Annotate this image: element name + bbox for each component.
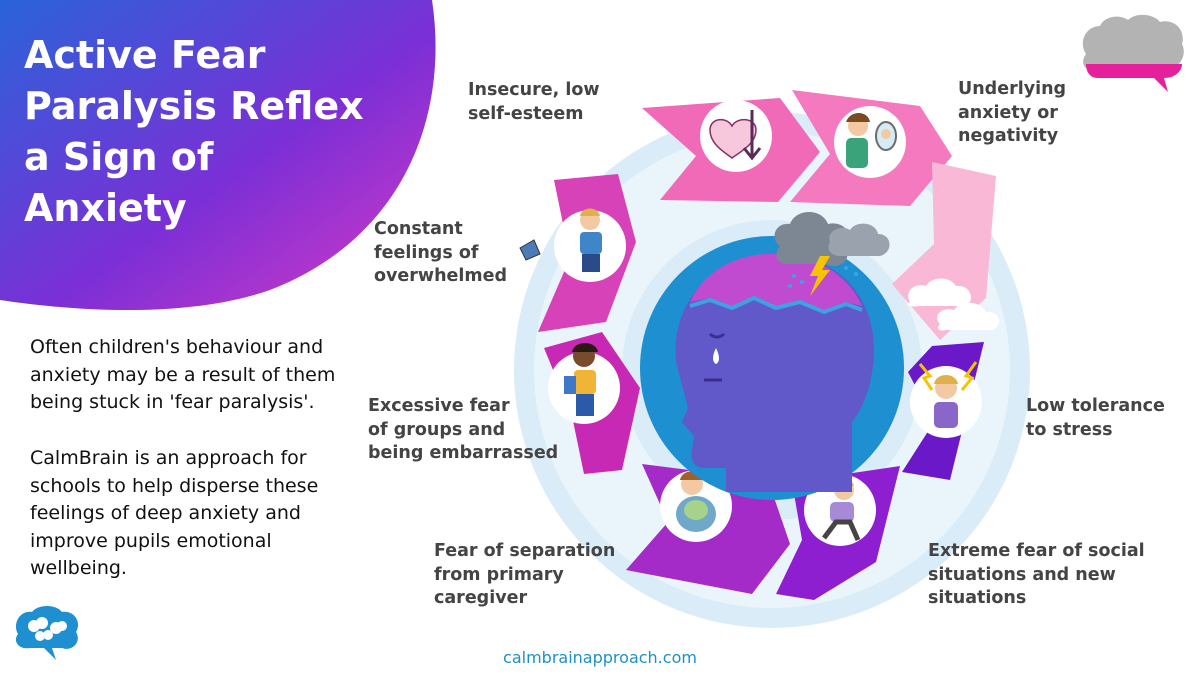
hugging-child-icon xyxy=(660,470,732,542)
stressed-child-lightning-icon xyxy=(910,361,982,438)
website-link[interactable]: calmbrainapproach.com xyxy=(503,648,697,667)
decorative-clouds xyxy=(908,278,1000,331)
child-with-books-icon xyxy=(548,343,620,424)
anxiety-cycle-wheel xyxy=(514,90,1030,628)
label-social-fear: Extreme fear of social situations and ne… xyxy=(928,541,1145,608)
page-title: Active Fear Paralysis Reflex a Sign of A… xyxy=(24,33,364,230)
calmbrain-cloud-logo-icon xyxy=(15,606,79,660)
label-low-tolerance: Low tolerance to stress xyxy=(1026,396,1165,440)
child-with-mirror-icon xyxy=(834,106,906,178)
child-throwing-book-icon xyxy=(519,208,626,282)
broken-heart-down-arrow-icon xyxy=(700,100,772,172)
label-overwhelmed: Constant feelings of overwhelmed xyxy=(374,219,508,286)
sad-head-storm-cloud-icon xyxy=(640,212,904,500)
intro-paragraph-2: CalmBrain is an approach for schools to … xyxy=(30,447,319,579)
label-underlying-anxiety: Underlying anxiety or negativity xyxy=(958,79,1067,146)
label-separation: Fear of separation from primary caregive… xyxy=(434,541,616,608)
label-groups: Excessive fear of groups and being embar… xyxy=(368,396,559,463)
brain-logo-icon xyxy=(1082,14,1184,92)
cycle-icons xyxy=(519,100,982,546)
title-background xyxy=(0,0,436,311)
label-self-esteem: Insecure, low self-esteem xyxy=(468,80,600,124)
intro-paragraph-1: Often children's behaviour and anxiety m… xyxy=(30,336,336,413)
